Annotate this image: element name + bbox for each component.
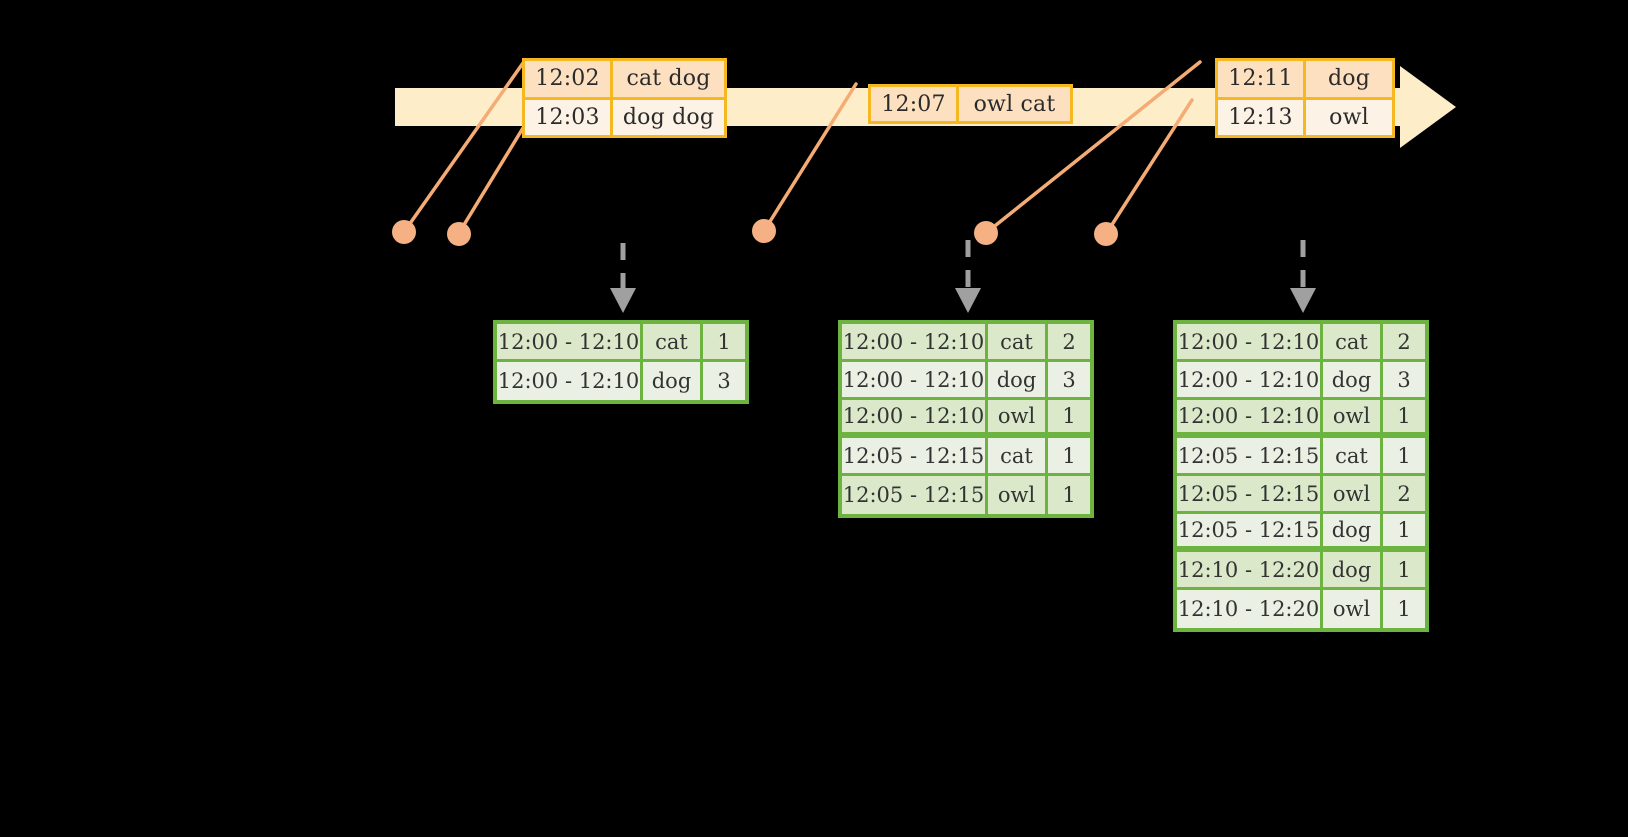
cell-count: 1 [1383,552,1425,590]
cell-window: 12:05 - 12:15 [1177,476,1323,514]
event-row: 12:02 cat dog [525,61,724,97]
event-dot-3 [752,219,776,243]
cell-key: owl [988,476,1048,514]
event-dot-2 [447,222,471,246]
event-dot-4 [974,221,998,245]
cell-window: 12:00 - 12:10 [842,400,988,438]
cell-key: cat [1323,438,1383,476]
cell-window: 12:00 - 12:10 [1177,324,1323,362]
cell-key: dog [988,362,1048,400]
cell-window: 12:05 - 12:15 [842,438,988,476]
event-value: cat dog [613,61,724,97]
cell-key: dog [1323,514,1383,552]
cell-count: 1 [1048,400,1090,438]
event-time: 12:07 [871,87,959,121]
event-value: dog dog [613,99,724,135]
event-box-2[interactable]: 12:07 owl cat [868,84,1073,124]
cell-key: dog [1323,362,1383,400]
cell-key: owl [1323,400,1383,438]
event-row: 12:13 owl [1218,96,1392,135]
dashed-arrows [620,240,1306,288]
cell-key: cat [988,438,1048,476]
cell-count: 2 [1048,324,1090,362]
event-value: owl [1306,99,1392,135]
event-dot-5 [1094,222,1118,246]
dashed-arrow-heads [610,288,1316,313]
cell-window: 12:00 - 12:10 [1177,400,1323,438]
event-row: 12:07 owl cat [871,87,1070,121]
cell-window: 12:00 - 12:10 [497,324,643,362]
cell-key: cat [988,324,1048,362]
event-value: dog [1306,61,1392,97]
cell-count: 1 [1383,438,1425,476]
cell-count: 3 [703,362,745,400]
cell-window: 12:05 - 12:15 [1177,514,1323,552]
cell-key: dog [643,362,703,400]
cell-key: owl [1323,476,1383,514]
event-box-1[interactable]: 12:02 cat dog 12:03 dog dog [522,58,727,138]
cell-key: cat [1323,324,1383,362]
cell-count: 2 [1383,476,1425,514]
cell-window: 12:05 - 12:15 [842,476,988,514]
cell-window: 12:00 - 12:10 [1177,362,1323,400]
cell-window: 12:10 - 12:20 [1177,590,1323,628]
cell-window: 12:00 - 12:10 [842,362,988,400]
cell-count: 3 [1048,362,1090,400]
cell-window: 12:00 - 12:10 [842,324,988,362]
cell-count: 2 [1383,324,1425,362]
event-time: 12:13 [1218,99,1306,135]
cell-key: owl [1323,590,1383,628]
cell-count: 3 [1383,362,1425,400]
cell-count: 1 [703,324,745,362]
cell-key: dog [1323,552,1383,590]
cell-count: 1 [1383,400,1425,438]
cell-key: owl [988,400,1048,438]
event-dot-1 [392,220,416,244]
cell-window: 12:10 - 12:20 [1177,552,1323,590]
event-row: 12:11 dog [1218,61,1392,97]
event-row: 12:03 dog dog [525,96,724,135]
cell-count: 1 [1383,514,1425,552]
event-value: owl cat [959,87,1070,121]
cell-count: 1 [1048,476,1090,514]
event-time: 12:02 [525,61,613,97]
cell-key: cat [643,324,703,362]
cell-window: 12:00 - 12:10 [497,362,643,400]
event-time: 12:03 [525,99,613,135]
cell-window: 12:05 - 12:15 [1177,438,1323,476]
event-time: 12:11 [1218,61,1306,97]
cell-count: 1 [1383,590,1425,628]
cell-count: 1 [1048,438,1090,476]
event-box-3[interactable]: 12:11 dog 12:13 owl [1215,58,1395,138]
